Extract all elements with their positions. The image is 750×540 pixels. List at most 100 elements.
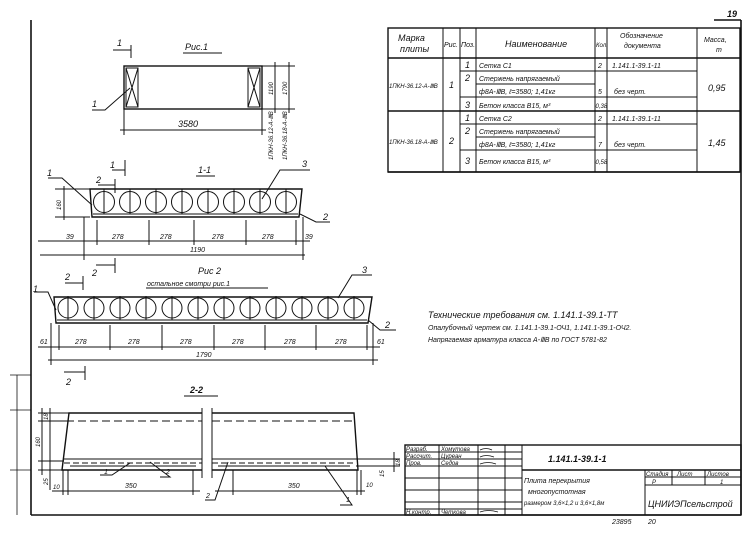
dim-edge: 39: [66, 234, 74, 241]
format-number: 20: [647, 519, 656, 526]
leader-label: 3: [362, 265, 367, 275]
row-doc: 1.141.1-39.1-11: [612, 116, 661, 123]
document-title: размером 3,6×1,2 и 3,6×1,8м: [523, 501, 604, 507]
dim-length: 3580: [178, 119, 198, 129]
signer: Седов: [441, 461, 458, 467]
dim-width: 1790: [283, 81, 289, 95]
leader-label: 2: [384, 320, 390, 330]
leader-label: 3: [302, 159, 307, 169]
dim-edge: 61: [377, 339, 385, 346]
row-doc: 1.141.1-39.1-11: [612, 63, 661, 70]
document-title: Плита перекрытия: [524, 478, 590, 485]
dim-rebar: 18: [396, 459, 402, 466]
dim-pitch: 278: [211, 234, 224, 241]
section-title: 2-2: [189, 385, 203, 395]
stage-value: Р: [652, 480, 656, 486]
row-name: ф8А-ⅢВ, ℓ=3580; 1,41кг: [479, 88, 556, 96]
row-name: Сетка С2: [479, 116, 512, 123]
fig-number: 2: [448, 136, 454, 146]
leader-label: 1: [47, 168, 52, 178]
signer: Четкова: [441, 510, 466, 516]
fig1-title: Рис.1: [185, 42, 208, 52]
row-pos: 1: [465, 60, 470, 70]
signer: Цуреан: [441, 454, 462, 460]
dim-pitch: 278: [111, 234, 124, 241]
row-qty: 7: [598, 142, 603, 149]
fig2-title: Рис 2: [198, 266, 221, 276]
row-qty: 2: [597, 116, 602, 123]
dim-pitch: 278: [283, 339, 296, 346]
section-mark: 1: [110, 160, 115, 170]
margin-stamp: [10, 374, 31, 515]
plate-mark: 1ПКН-36.18-А-ⅢВ: [282, 111, 289, 160]
leader-label: 1: [92, 99, 97, 109]
row-pos: 2: [464, 126, 470, 136]
header-qty: Кол.: [596, 43, 608, 49]
row-name: Стержень напрягаемый: [479, 75, 560, 83]
row-name: Бетон класса В15, м³: [479, 103, 551, 110]
hollow-cores: [93, 189, 297, 215]
dim-length: 350: [288, 483, 300, 490]
row-pos: 2: [464, 73, 470, 83]
role: Разраб.: [406, 447, 428, 453]
dim-pitch: 278: [74, 339, 87, 346]
stage-header: Стадия: [646, 472, 669, 478]
header-doc: Обозначение: [620, 32, 663, 40]
dim-edge: 61: [40, 339, 48, 346]
header-name: Наименование: [505, 39, 567, 49]
row-qty: 5: [598, 89, 602, 96]
dim-edge: 39: [305, 234, 313, 241]
dim-height: 160: [57, 199, 63, 210]
fig-number: 1: [449, 80, 454, 90]
fig2-section: Рис 2 остальное смотри рис.1 2 2 1 2 3 6…: [33, 258, 396, 387]
section-mark: 2: [91, 268, 97, 278]
dim-pitch: 278: [159, 234, 172, 241]
fig1-plan: Рис.1 1 1 3580 1190 1790 1ПКН-36.12-А-ⅢВ…: [92, 38, 295, 160]
sheets-value: 1: [720, 480, 723, 486]
row-qty: 0,38: [596, 104, 608, 110]
row-qty: 0,58: [596, 160, 608, 166]
signer: Хомутова: [440, 447, 471, 453]
role: Н.контр.: [406, 510, 431, 516]
leader-label: 1: [104, 469, 108, 476]
row-pos: 1: [465, 113, 470, 123]
dim-bottom: 25: [44, 478, 50, 486]
dim-pitch: 278: [334, 339, 347, 346]
leader-label: 2: [322, 212, 328, 222]
note-line: Технические требования см. 1.141.1-39.1-…: [428, 310, 619, 320]
dim-rebar: 15: [380, 470, 386, 477]
dim-edge: 10: [53, 485, 60, 491]
row-name: Стержень напрягаемый: [479, 128, 560, 136]
dim-total: 1190: [190, 247, 205, 254]
row-pos: 3: [465, 156, 470, 166]
dim-total: 1790: [196, 352, 212, 359]
row-qty: 2: [597, 63, 602, 70]
hollow-cores: [57, 296, 365, 320]
row-doc: без черт.: [614, 141, 646, 149]
dim-height: 160: [36, 436, 42, 447]
technical-notes: Технические требования см. 1.141.1-39.1-…: [428, 310, 631, 344]
leader-label: 2: [165, 469, 170, 476]
row-name: Сетка С1: [479, 63, 512, 70]
header-mark: плиты: [400, 44, 430, 54]
leader-label: 1: [33, 284, 38, 294]
spec-table-header: Марка плиты Рис. Поз. Наименование Кол. …: [398, 32, 727, 54]
row-pos: 3: [465, 100, 470, 110]
title-block-text: Разраб. Хомутова Рассчит. Цуреан Пров. С…: [406, 447, 733, 526]
header-mass: Масса,: [704, 37, 727, 44]
header-fig: Рис.: [444, 42, 458, 49]
dim-width: 1190: [269, 81, 275, 95]
document-code: 1.141.1-39.1-1: [548, 454, 607, 464]
section-mark: 2: [95, 175, 101, 185]
plate-mark: 1ПКН-36.12-А-ⅢВ: [389, 83, 438, 90]
dim-pitch: 278: [179, 339, 192, 346]
role: Пров.: [406, 461, 422, 467]
leader-label: 1: [346, 497, 350, 504]
mass: 1,45: [708, 138, 727, 148]
role: Рассчит.: [406, 454, 432, 460]
section-2-2: 2-2 18 160 25 10 350 350 10 18 15 1 2 2 …: [36, 385, 402, 506]
dim-pitch: 278: [231, 339, 244, 346]
section-mark: 1: [117, 38, 122, 48]
dim-pitch: 278: [261, 234, 274, 241]
